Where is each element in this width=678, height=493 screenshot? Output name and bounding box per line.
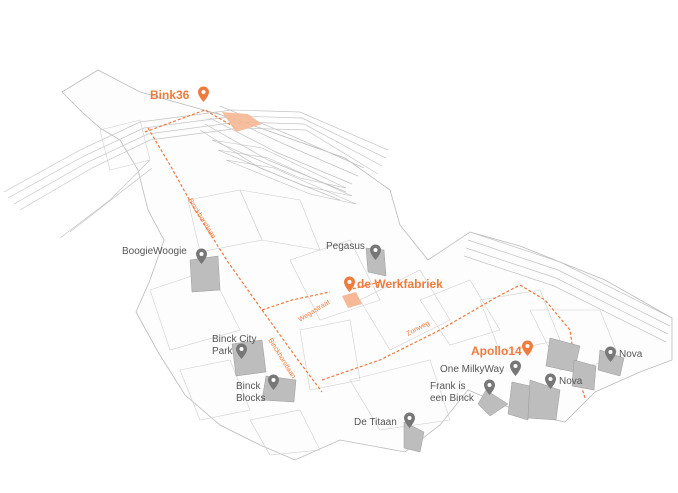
- map-pin-icon: [545, 373, 556, 389]
- map-pin-icon: [236, 343, 247, 359]
- location-label: Nova: [619, 349, 643, 360]
- bink36-pin[interactable]: Bink36: [150, 86, 209, 102]
- location-label: Bink36: [150, 88, 190, 102]
- map-pin-icon: [370, 244, 381, 260]
- station-building: [211, 139, 357, 205]
- werkfabriek-pin[interactable]: de Werkfabriek: [344, 276, 443, 293]
- map-pin-icon: [510, 360, 521, 376]
- map-pin-icon: [404, 412, 415, 428]
- main-roads: [144, 109, 586, 399]
- apollo14-pin[interactable]: Apollo14: [471, 340, 533, 359]
- binck-blocks-pin[interactable]: Binck Blocks: [236, 374, 279, 405]
- location-label: Binck City: [212, 334, 256, 345]
- map-pin-icon: [344, 276, 355, 292]
- bink36-plot: [222, 112, 262, 132]
- location-label: One MilkyWay: [440, 364, 504, 375]
- city-blocks: [99, 119, 621, 456]
- map-pin-icon: [484, 379, 495, 395]
- frank-is-een-binck-pin[interactable]: Frank is een Binck: [430, 379, 495, 405]
- nova-pin-west[interactable]: Nova: [545, 373, 583, 389]
- map-pin-icon: [605, 346, 616, 362]
- location-label-line2: een Binck: [430, 393, 475, 404]
- location-label-line2: Blocks: [236, 393, 265, 404]
- pegasus-pin[interactable]: Pegasus: [326, 241, 381, 260]
- boogiewoogie-pin[interactable]: BoogieWoogie: [122, 246, 207, 264]
- one-milkyway-pin[interactable]: One MilkyWay: [440, 360, 521, 377]
- binck-city-park-pin[interactable]: Binck City Park: [212, 334, 256, 359]
- location-label: de Werkfabriek: [357, 277, 443, 291]
- map-pin-icon: [198, 86, 209, 102]
- de-titaan-pin[interactable]: De Titaan: [354, 412, 415, 429]
- location-label: Apollo14: [471, 344, 522, 358]
- werkfabriek-plot: [342, 292, 362, 308]
- location-label: BoogieWoogie: [122, 246, 187, 257]
- nova-pin-east[interactable]: Nova: [605, 346, 643, 363]
- map-pin-icon: [196, 248, 207, 264]
- location-label-line2: Park: [212, 346, 234, 357]
- location-label: Binck: [236, 381, 261, 392]
- map-pin-icon: [268, 374, 279, 390]
- district-outline: [61, 69, 673, 461]
- location-label: Frank is: [430, 381, 466, 392]
- map-pin-icon: [522, 340, 533, 356]
- location-label: Pegasus: [326, 241, 365, 252]
- location-label: Nova: [559, 376, 583, 387]
- location-label: De Titaan: [354, 417, 397, 428]
